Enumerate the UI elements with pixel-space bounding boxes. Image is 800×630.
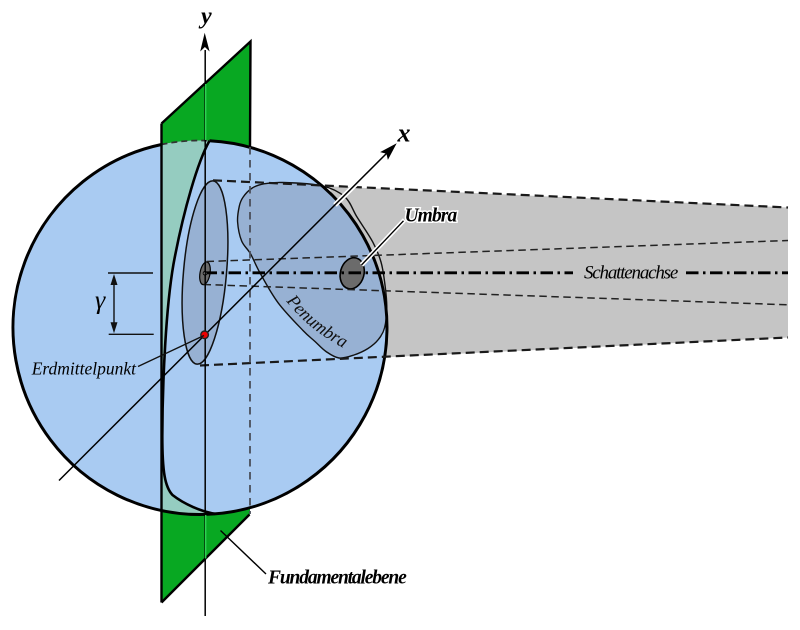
svg-text:γ: γ xyxy=(95,286,106,315)
svg-text:Umbra: Umbra xyxy=(405,206,458,227)
svg-text:Erdmittelpunkt: Erdmittelpunkt xyxy=(31,359,137,379)
svg-text:x: x xyxy=(397,119,411,148)
svg-text:Fundamentalebene: Fundamentalebene xyxy=(267,568,407,589)
svg-text:Schattenachse: Schattenachse xyxy=(584,263,678,284)
svg-text:y: y xyxy=(198,4,212,30)
